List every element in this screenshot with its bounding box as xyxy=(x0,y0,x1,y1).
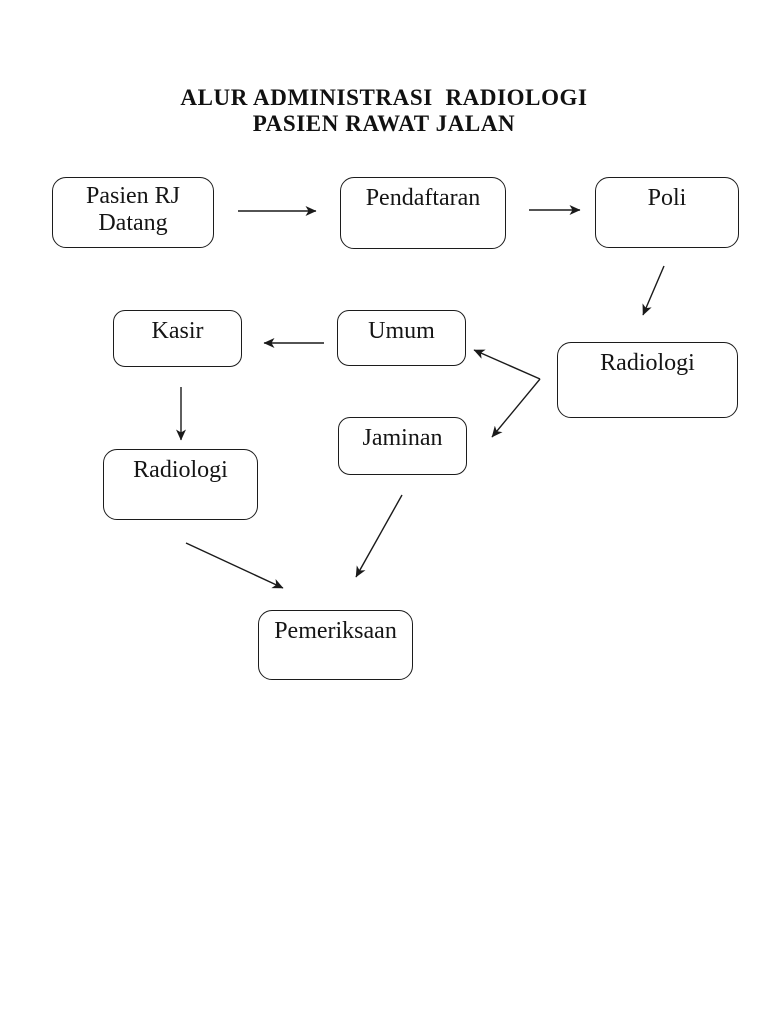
arrow-poli-to-radiologi-kanan xyxy=(642,265,665,316)
node-radiologi-kanan: Radiologi xyxy=(557,342,738,418)
node-jaminan: Jaminan xyxy=(338,417,467,475)
node-pemeriksaan: Pemeriksaan xyxy=(258,610,413,680)
node-pasien-rj-datang: Pasien RJ Datang xyxy=(52,177,214,248)
diagram-title-line1: ALUR ADMINISTRASI RADIOLOGI xyxy=(180,85,588,110)
arrow-radiologi-kanan-to-umum xyxy=(473,349,541,380)
node-poli: Poli xyxy=(595,177,739,248)
diagram-title: ALUR ADMINISTRASI RADIOLOGI PASIEN RAWAT… xyxy=(0,85,768,137)
node-umum: Umum xyxy=(337,310,466,366)
node-pendaftaran: Pendaftaran xyxy=(340,177,506,249)
node-radiologi-kiri: Radiologi xyxy=(103,449,258,520)
diagram-title-line2: PASIEN RAWAT JALAN xyxy=(252,111,516,136)
arrow-jaminan-to-pemeriksaan xyxy=(355,494,403,578)
arrow-radiologi-kanan-to-jaminan xyxy=(491,378,541,438)
node-kasir: Kasir xyxy=(113,310,242,367)
arrow-radiologi-kiri-to-pemeriksaan xyxy=(185,542,284,589)
